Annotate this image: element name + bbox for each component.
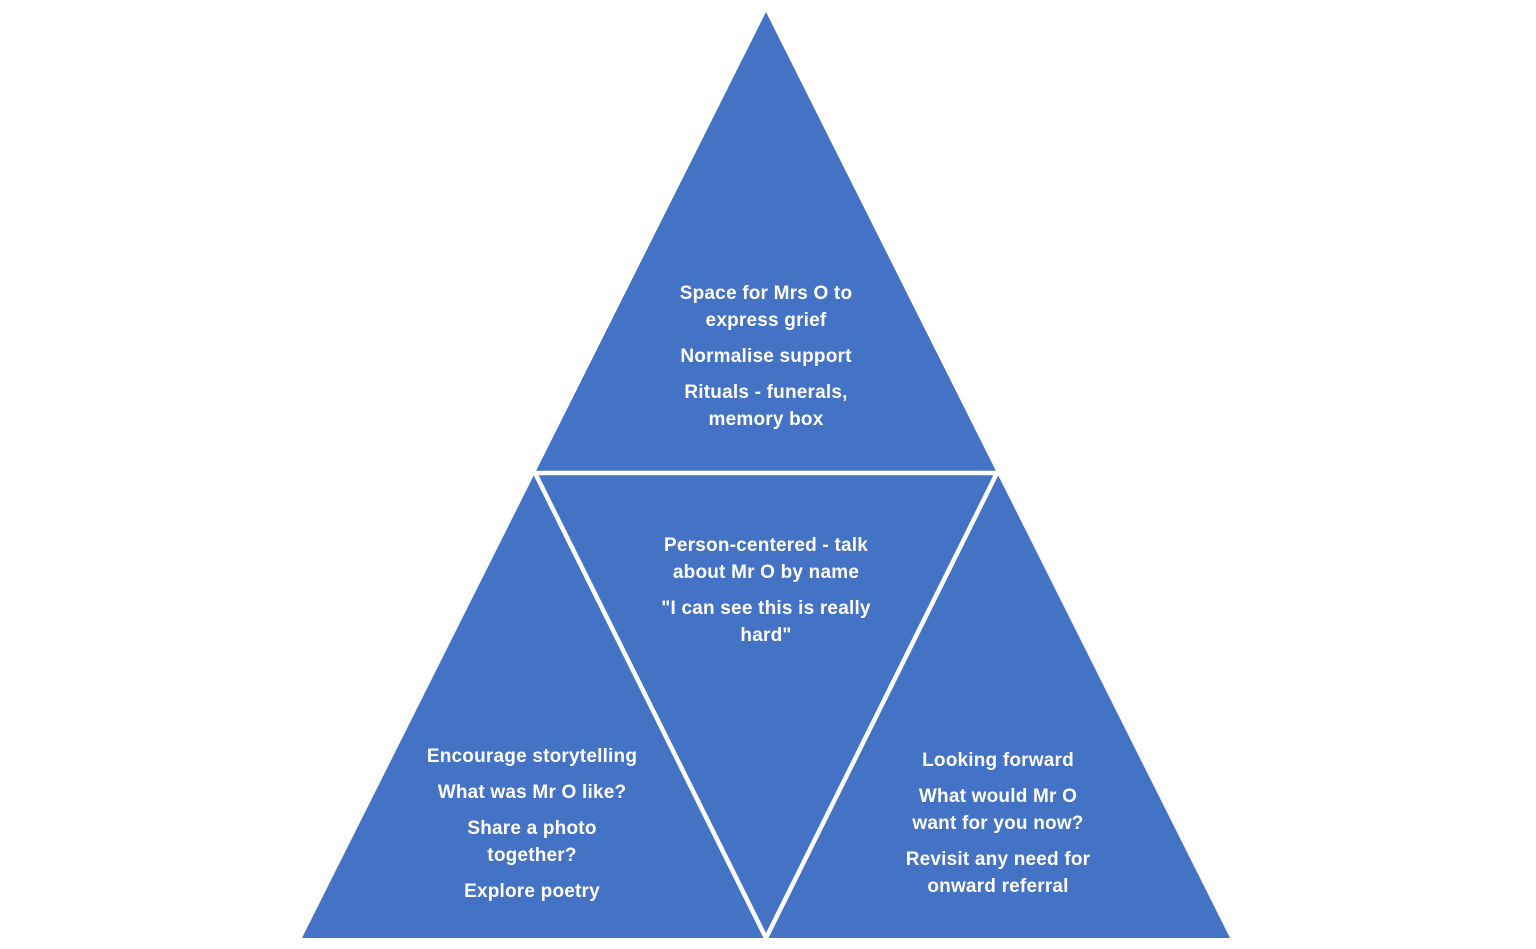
text-line: What was Mr O like?: [437, 782, 627, 803]
text-line: hard": [740, 625, 792, 646]
text-line: together?: [487, 845, 577, 866]
paragraph: "I can see this is really hard": [616, 595, 916, 649]
text-line: onward referral: [927, 876, 1069, 897]
center-section-text: Person-centered - talk about Mr O by nam…: [616, 532, 916, 649]
paragraph: Person-centered - talk about Mr O by nam…: [616, 532, 916, 586]
text-line: Revisit any need for: [905, 849, 1091, 870]
paragraph: Normalise support: [616, 343, 916, 370]
segment-bottom-right-triangle: [766, 473, 1230, 938]
paragraph: Looking forward: [848, 747, 1148, 774]
bottom-left-section-text: Encourage storytelling What was Mr O lik…: [382, 743, 682, 905]
paragraph: Encourage storytelling: [382, 743, 682, 770]
paragraph: Share a photo together?: [382, 815, 682, 869]
divider-left-diagonal: [532, 471, 769, 940]
text-line: Looking forward: [922, 750, 1074, 771]
text-line: express grief: [705, 310, 827, 331]
bottom-right-section-text: Looking forward What would Mr O want for…: [848, 747, 1148, 900]
text-line: want for you now?: [912, 813, 1084, 834]
text-line: "I can see this is really: [661, 598, 871, 619]
text-line: What would Mr O: [918, 786, 1078, 807]
text-line: Rituals - funerals,: [684, 382, 848, 403]
text-line: about Mr O by name: [672, 562, 860, 583]
segment-center-inverted-triangle: [535, 473, 997, 938]
paragraph: Space for Mrs O to express grief: [616, 280, 916, 334]
text-line: Space for Mrs O to: [679, 283, 853, 304]
text-line: Share a photo: [467, 818, 597, 839]
divider-right-diagonal: [763, 471, 1000, 940]
text-line: Encourage storytelling: [426, 746, 638, 767]
paragraph: Explore poetry: [382, 878, 682, 905]
segment-bottom-left-triangle: [302, 473, 766, 938]
text-line: Person-centered - talk: [664, 535, 868, 556]
segment-top-triangle: [535, 12, 997, 473]
top-section-text: Space for Mrs O to express grief Normali…: [616, 280, 916, 433]
paragraph: What would Mr O want for you now?: [848, 783, 1148, 837]
paragraph: What was Mr O like?: [382, 779, 682, 806]
paragraph: Rituals - funerals, memory box: [616, 379, 916, 433]
text-line: Explore poetry: [464, 881, 600, 902]
text-line: Normalise support: [680, 346, 852, 367]
paragraph: Revisit any need for onward referral: [848, 846, 1148, 900]
text-line: memory box: [708, 409, 824, 430]
